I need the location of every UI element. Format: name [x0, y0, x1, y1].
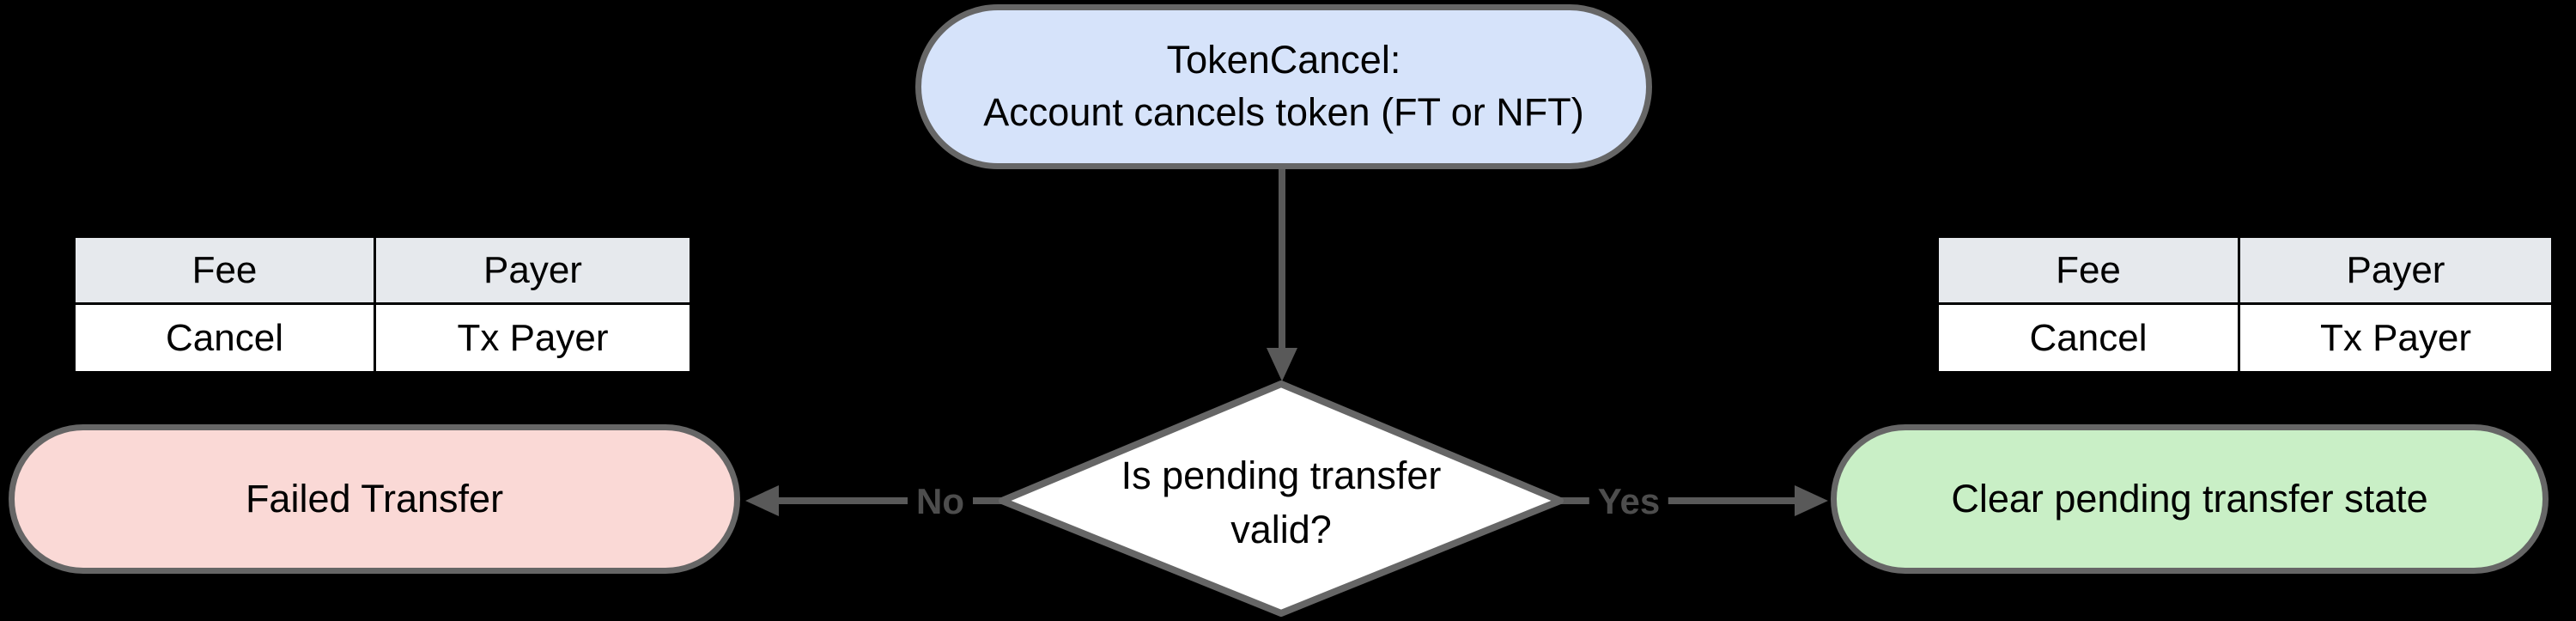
payer-value-cell: Tx Payer	[374, 302, 692, 374]
decision-node-label: Is pending transfer valid?	[1024, 448, 1539, 557]
payer-header-cell: Payer	[2238, 235, 2554, 305]
table-header-row: Fee Payer	[1936, 235, 2554, 305]
payer-header-cell: Payer	[374, 235, 692, 305]
start-node-line1: TokenCancel:	[1166, 38, 1401, 82]
arrow-down-head	[1267, 348, 1297, 381]
fee-table-right: Fee Payer Cancel Tx Payer	[1936, 235, 2554, 374]
fee-header-cell: Fee	[73, 235, 376, 305]
fee-value-cell: Cancel	[73, 302, 376, 374]
fee-value-cell: Cancel	[1936, 302, 2240, 374]
failed-transfer-node: Failed Transfer	[9, 424, 740, 574]
payer-value-cell: Tx Payer	[2238, 302, 2554, 374]
failed-transfer-label: Failed Transfer	[245, 476, 504, 521]
decision-node-line2: valid?	[1230, 508, 1332, 551]
arrow-no-head	[745, 485, 779, 516]
edge-label-no: No	[908, 481, 973, 522]
decision-diamond-shape	[999, 381, 1564, 617]
clear-pending-label: Clear pending transfer state	[1951, 476, 2428, 521]
fee-table-left: Fee Payer Cancel Tx Payer	[73, 235, 692, 374]
edge-label-yes: Yes	[1589, 481, 1669, 522]
decision-node-line1: Is pending transfer	[1121, 454, 1442, 497]
start-node: TokenCancel: Account cancels token (FT o…	[915, 4, 1652, 169]
arrow-yes-head	[1795, 485, 1828, 516]
start-node-line2: Account cancels token (FT or NFT)	[983, 90, 1584, 134]
clear-pending-node: Clear pending transfer state	[1831, 424, 2549, 574]
fee-header-cell: Fee	[1936, 235, 2240, 305]
table-header-row: Fee Payer	[73, 235, 692, 305]
table-row: Cancel Tx Payer	[1936, 302, 2554, 374]
table-row: Cancel Tx Payer	[73, 302, 692, 374]
